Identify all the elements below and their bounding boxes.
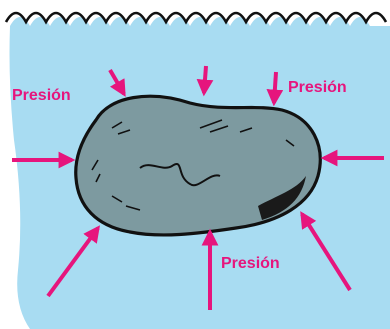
pressure-arrow-top-right xyxy=(274,72,276,103)
rock-body xyxy=(76,96,320,235)
pressure-label-bottom: Presión xyxy=(221,256,280,272)
pressure-label-top-left: Presión xyxy=(12,88,71,104)
pressure-arrow-top-center xyxy=(204,66,206,93)
pressure-label-top-right: Presión xyxy=(288,80,347,96)
rock xyxy=(76,96,320,235)
